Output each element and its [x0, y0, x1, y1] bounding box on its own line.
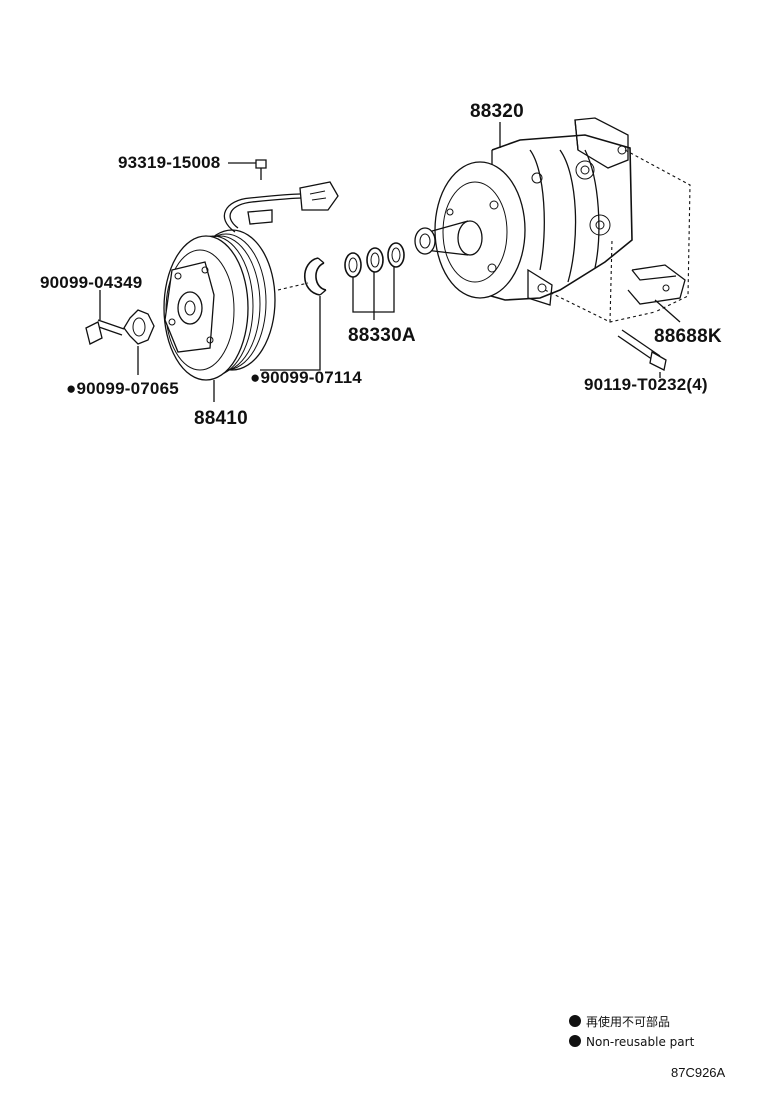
label-bolt-left: 90099-04349 [40, 273, 142, 292]
label-clutch: 88410 [194, 408, 248, 429]
top-bolt-drawing [228, 159, 267, 180]
label-bolt-top: 93319-15008 [118, 153, 220, 172]
label-compressor: 88320 [470, 101, 524, 122]
shims-drawing [344, 242, 405, 320]
compressor-drawing [414, 117, 691, 323]
clutch-drawing [163, 181, 339, 402]
legend-jp: 再使用不可部品 [586, 1014, 670, 1029]
label-shims: 88330A [348, 325, 416, 346]
non-reusable-bullet-icon [569, 1035, 581, 1047]
label-bracket: 88688K [654, 326, 722, 347]
mount-bolt-drawing [617, 329, 667, 378]
label-snap-ring: ●90099-07114 [250, 368, 362, 387]
legend: 再使用不可部品 Non-reusable part [569, 1014, 695, 1049]
label-washer: ●90099-07065 [66, 379, 179, 398]
legend-en: Non-reusable part [586, 1035, 695, 1049]
non-reusable-bullet-icon [569, 1015, 581, 1027]
bracket-drawing [627, 264, 686, 323]
washer-drawing [123, 309, 155, 375]
snap-ring-drawing [260, 257, 327, 371]
label-mount-bolt: 90119-T0232(4) [584, 375, 708, 394]
left-bolt-drawing [85, 290, 125, 345]
diagram-code: 87C926A [671, 1065, 726, 1080]
